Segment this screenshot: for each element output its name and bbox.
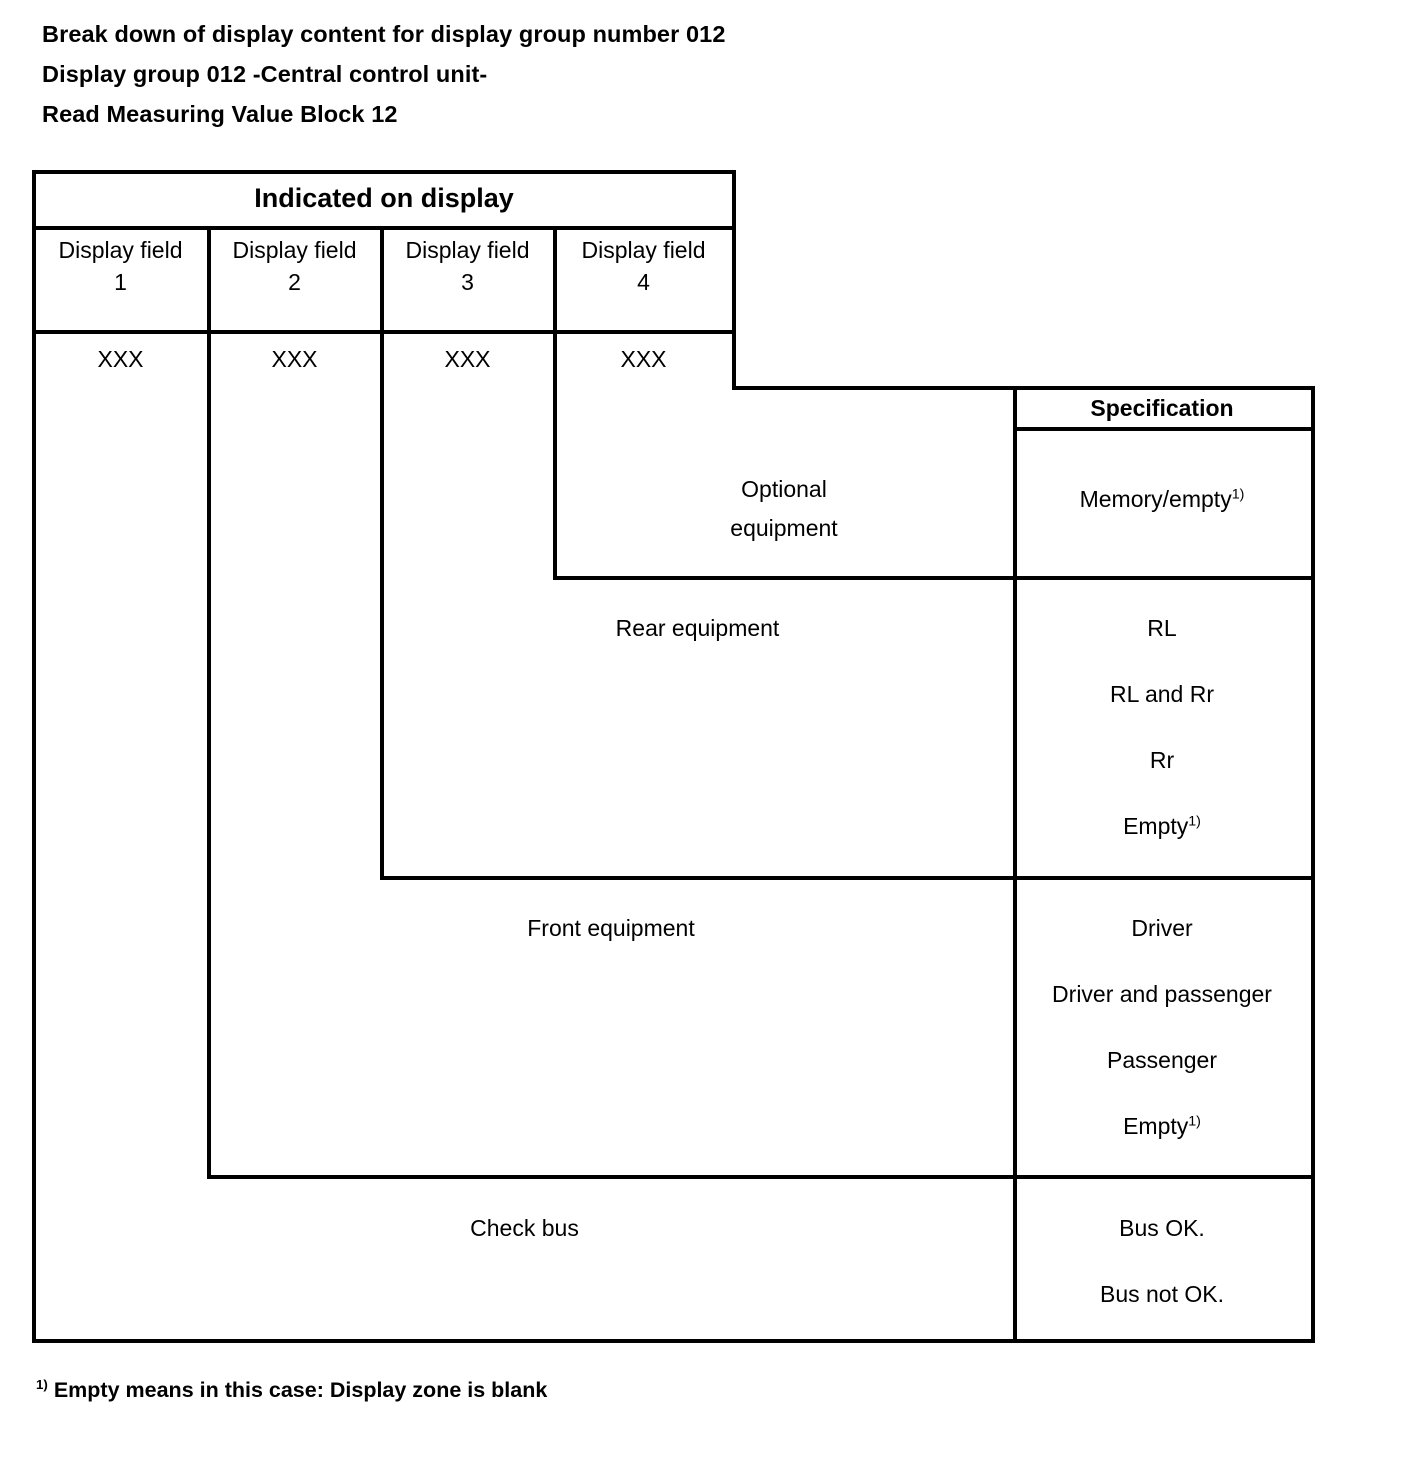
- rule-bottom: [32, 1339, 1315, 1343]
- rule-right-edge: [1311, 386, 1315, 1343]
- rule-col-divider-3: [553, 226, 557, 580]
- spec-list-front-equipment: Driver Driver and passenger Passenger Em…: [1013, 895, 1311, 1159]
- display-field-header-4: Display field 4: [555, 234, 732, 298]
- rule-display-block-right-edge: [732, 170, 736, 390]
- display-field-header-1: Display field 1: [34, 234, 207, 298]
- document-title: Break down of display content for displa…: [42, 14, 1142, 134]
- rule-step-front-top: [380, 876, 1315, 880]
- spec-item-text: Empty: [1123, 1113, 1189, 1139]
- rule-spec-col-left: [1013, 386, 1017, 1343]
- display-field-number-2: 2: [288, 269, 301, 295]
- spec-item: RL and Rr: [1013, 661, 1311, 727]
- spec-item-text: Passenger: [1107, 1047, 1217, 1073]
- title-line-3: Read Measuring Value Block 12: [42, 101, 398, 127]
- display-field-number-3: 3: [461, 269, 474, 295]
- row-label-optional-equipment-line1: Optional: [741, 476, 827, 502]
- spec-item-text: RL and Rr: [1110, 681, 1214, 707]
- spec-item-footnote-marker: 1): [1188, 1113, 1201, 1130]
- spec-item: RL: [1013, 595, 1311, 661]
- rule-under-spec-header: [1013, 427, 1315, 431]
- spec-item-text: Driver: [1131, 915, 1193, 941]
- title-line-2: Display group 012 -Central control unit-: [42, 61, 488, 87]
- display-field-value-1: XXX: [97, 346, 144, 372]
- row-label-optional-equipment-line2: equipment: [730, 515, 838, 541]
- rule-col-divider-2: [380, 226, 384, 880]
- spec-item: Empty1): [1013, 1093, 1311, 1159]
- footnote-text: Empty means in this case: Display zone i…: [53, 1378, 548, 1402]
- spec-item-text: Rr: [1149, 747, 1175, 773]
- display-field-header-2: Display field 2: [209, 234, 380, 298]
- spec-item: Driver: [1013, 895, 1311, 961]
- spec-list-optional-equipment: Memory/empty1): [1013, 466, 1311, 532]
- spec-item: Empty1): [1013, 793, 1311, 859]
- display-field-label-3: Display field: [405, 237, 530, 263]
- spec-item-text: Bus not OK.: [1099, 1281, 1224, 1307]
- row-label-rear-equipment: Rear equipment: [615, 615, 780, 641]
- spec-list-check-bus: Bus OK. Bus not OK.: [1013, 1195, 1311, 1327]
- spec-item: Bus OK.: [1013, 1195, 1311, 1261]
- rule-col-divider-1: [207, 226, 211, 1179]
- display-field-label-4: Display field: [581, 237, 706, 263]
- display-field-value-3: XXX: [444, 346, 491, 372]
- display-field-header-3: Display field 3: [382, 234, 553, 298]
- display-field-number-1: 1: [114, 269, 127, 295]
- spec-list-rear-equipment: RL RL and Rr Rr Empty1): [1013, 595, 1311, 859]
- rule-under-group-header: [32, 226, 736, 230]
- spec-item: Driver and passenger: [1013, 961, 1311, 1027]
- group-header-label: Indicated on display: [254, 183, 514, 213]
- spec-item-text: Empty: [1123, 813, 1189, 839]
- spec-item-text: Driver and passenger: [1052, 981, 1272, 1007]
- spec-header-label: Specification: [1090, 395, 1234, 421]
- spec-item-text: Memory/empty: [1079, 486, 1232, 512]
- display-field-label-1: Display field: [58, 237, 183, 263]
- row-label-optional-equipment: Optional equipment: [555, 470, 1013, 548]
- footnote: 1) Empty means in this case: Display zon…: [36, 1378, 547, 1403]
- display-field-value-4: XXX: [620, 346, 667, 372]
- rule-step-checkbus-top: [207, 1175, 1315, 1179]
- display-field-label-2: Display field: [232, 237, 357, 263]
- row-label-check-bus: Check bus: [470, 1215, 579, 1241]
- spec-item-text: RL: [1147, 615, 1177, 641]
- spec-item: Memory/empty1): [1013, 466, 1311, 532]
- rule-left-edge: [32, 170, 36, 1343]
- display-field-value-2: XXX: [271, 346, 318, 372]
- rule-step-optional-top: [732, 386, 1315, 390]
- spec-item-footnote-marker: 1): [1188, 813, 1201, 830]
- spec-item: Bus not OK.: [1013, 1261, 1311, 1327]
- rule-under-field-headers: [32, 330, 736, 334]
- spec-item-text: Bus OK.: [1119, 1215, 1205, 1241]
- footnote-marker: 1): [36, 1376, 48, 1392]
- rule-step-rear-top: [553, 576, 1315, 580]
- spec-item: Rr: [1013, 727, 1311, 793]
- title-line-1: Break down of display content for displa…: [42, 21, 726, 47]
- spec-item: Passenger: [1013, 1027, 1311, 1093]
- rule-top: [32, 170, 736, 174]
- spec-item-footnote-marker: 1): [1231, 486, 1245, 503]
- display-field-number-4: 4: [637, 269, 650, 295]
- row-label-front-equipment: Front equipment: [527, 915, 695, 941]
